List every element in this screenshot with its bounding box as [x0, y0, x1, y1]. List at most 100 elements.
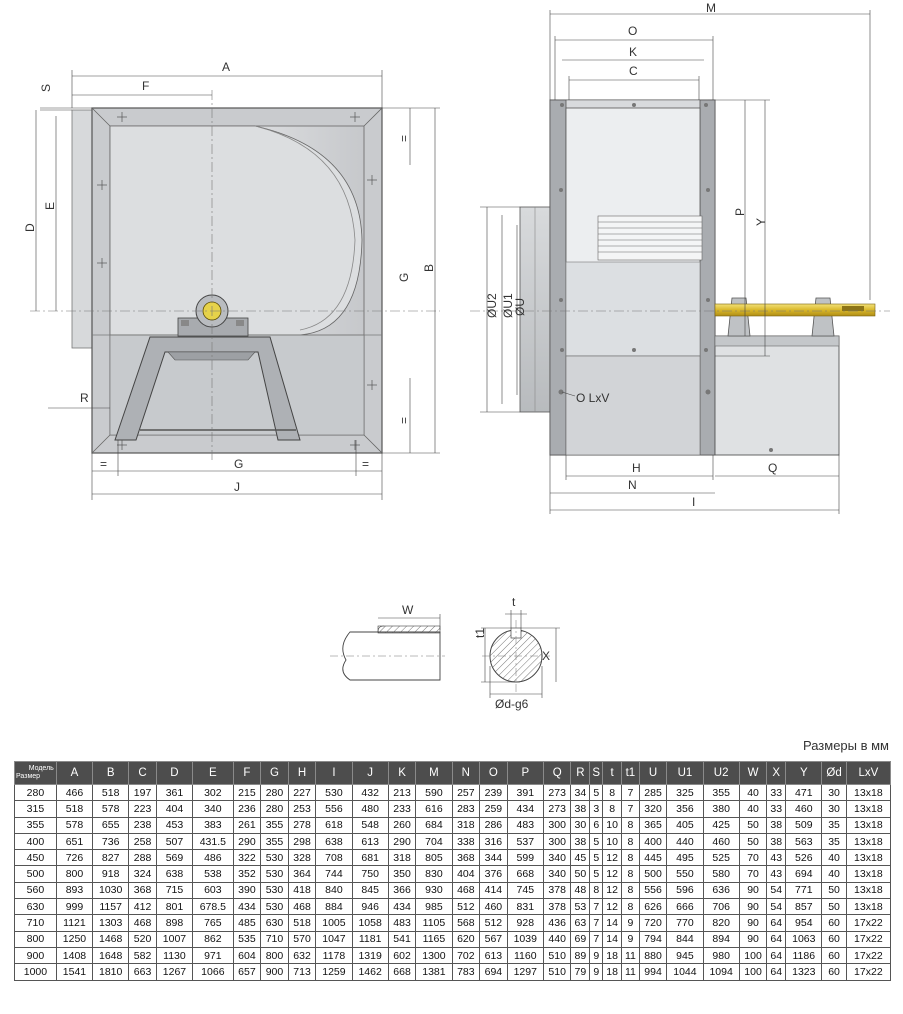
corner-size-label: Размер [16, 773, 41, 780]
table-cell: 50 [821, 898, 847, 916]
table-cell: 355 [260, 832, 289, 851]
table-cell: 69 [570, 930, 591, 948]
table-cell: 8 [589, 881, 604, 900]
table-cell: 1259 [315, 963, 353, 981]
dim-label-X: X [542, 649, 550, 663]
dim-label-J: J [234, 480, 240, 494]
table-cell: 253 [287, 800, 317, 818]
table-cell: 261 [232, 816, 262, 834]
table-cell: 8 [621, 898, 640, 916]
dim-label-eq-bottom: = [397, 417, 411, 424]
table-cell: 7 [621, 800, 640, 818]
column-header: t1 [621, 761, 640, 785]
table-cell: 894 [702, 930, 740, 948]
column-header: Ød [821, 761, 847, 785]
table-cell: 884 [315, 898, 353, 916]
table-cell: 40 [738, 783, 768, 802]
table-cell: 880 [638, 946, 668, 965]
table-cell: 720 [638, 914, 668, 932]
table-cell: 636 [702, 881, 740, 900]
table-cell: 64 [766, 930, 787, 948]
table-cell: 556 [315, 800, 353, 818]
table-cell: 40 [821, 865, 847, 883]
row-size-cell: 280 [14, 783, 57, 802]
column-header: E [192, 761, 234, 785]
row-size-cell: 710 [14, 914, 57, 932]
table-cell: 5 [589, 865, 604, 883]
table-cell: 1044 [666, 963, 704, 981]
table-cell: 50 [821, 881, 847, 900]
table-cell: 620 [451, 930, 481, 948]
table-cell: 223 [128, 800, 157, 818]
corner-model-label: Модель [28, 765, 54, 772]
table-cell: 567 [479, 930, 508, 948]
table-cell: 318 [451, 816, 481, 834]
table-cell: 893 [55, 881, 94, 900]
table-cell: 708 [315, 849, 353, 867]
column-header: U2 [702, 761, 740, 785]
table-cell: 197 [128, 783, 157, 802]
table-cell: 1462 [351, 963, 389, 981]
dim-label-Q: Q [768, 461, 777, 475]
table-cell: 530 [260, 881, 289, 900]
column-header: R [570, 761, 591, 785]
table-cell: 570 [287, 930, 317, 948]
table-cell: 706 [702, 898, 740, 916]
table-cell: 302 [192, 783, 234, 802]
dim-label-eq-top: = [397, 135, 411, 142]
table-cell: 45 [570, 849, 591, 867]
table-cell: 260 [387, 816, 417, 834]
table-cell: 54 [766, 881, 787, 900]
table-cell: 971 [192, 946, 234, 965]
table-cell: 582 [128, 946, 157, 965]
table-cell: 618 [315, 816, 353, 834]
table-cell: 666 [666, 898, 704, 916]
column-header: W [738, 761, 768, 785]
table-cell: 18 [602, 963, 623, 981]
table-cell: 6 [589, 816, 604, 834]
table-cell: 453 [155, 816, 194, 834]
table-cell: 750 [351, 865, 389, 883]
table-cell: 404 [155, 800, 194, 818]
table-cell: 35 [821, 832, 847, 851]
table-cell: 1381 [415, 963, 453, 981]
table-cell: 765 [192, 914, 234, 932]
table-cell: 400 [638, 832, 668, 851]
table-cell: 678.5 [192, 898, 234, 916]
side-view: M O K C P Y ØU2 ØU1 ØU O LxV H Q N I [470, 1, 890, 514]
table-cell: 33 [766, 800, 787, 818]
header-corner: Модель Размер [14, 761, 57, 785]
table-cell: 9 [621, 930, 640, 948]
table-cell: 736 [92, 832, 130, 851]
table-cell: 845 [351, 881, 389, 900]
table-cell: 355 [702, 783, 740, 802]
table-cell: 3 [589, 800, 604, 818]
table-cell: 638 [315, 832, 353, 851]
table-cell: 365 [638, 816, 668, 834]
column-header: B [92, 761, 130, 785]
table-cell: 90 [738, 881, 768, 900]
table-cell: 70 [738, 849, 768, 867]
table-cell: 355 [260, 816, 289, 834]
table-cell: 604 [232, 946, 262, 965]
table-cell: 273 [542, 800, 572, 818]
table-cell: 530 [260, 849, 289, 867]
table-cell: 460 [702, 832, 740, 851]
column-header: U [638, 761, 668, 785]
table-cell: 510 [542, 963, 572, 981]
table-cell: 745 [506, 881, 544, 900]
row-size-cell: 630 [14, 898, 57, 916]
table-cell: 38 [570, 832, 591, 851]
table-cell: 900 [260, 963, 289, 981]
table-cell: 538 [192, 865, 234, 883]
dim-label-d: Ød-g6 [495, 697, 529, 711]
table-cell: 1186 [785, 946, 823, 965]
table-cell: 391 [506, 783, 544, 802]
table-cell: 273 [542, 783, 572, 802]
table-cell: 43 [766, 849, 787, 867]
table-cell: 1058 [351, 914, 389, 932]
